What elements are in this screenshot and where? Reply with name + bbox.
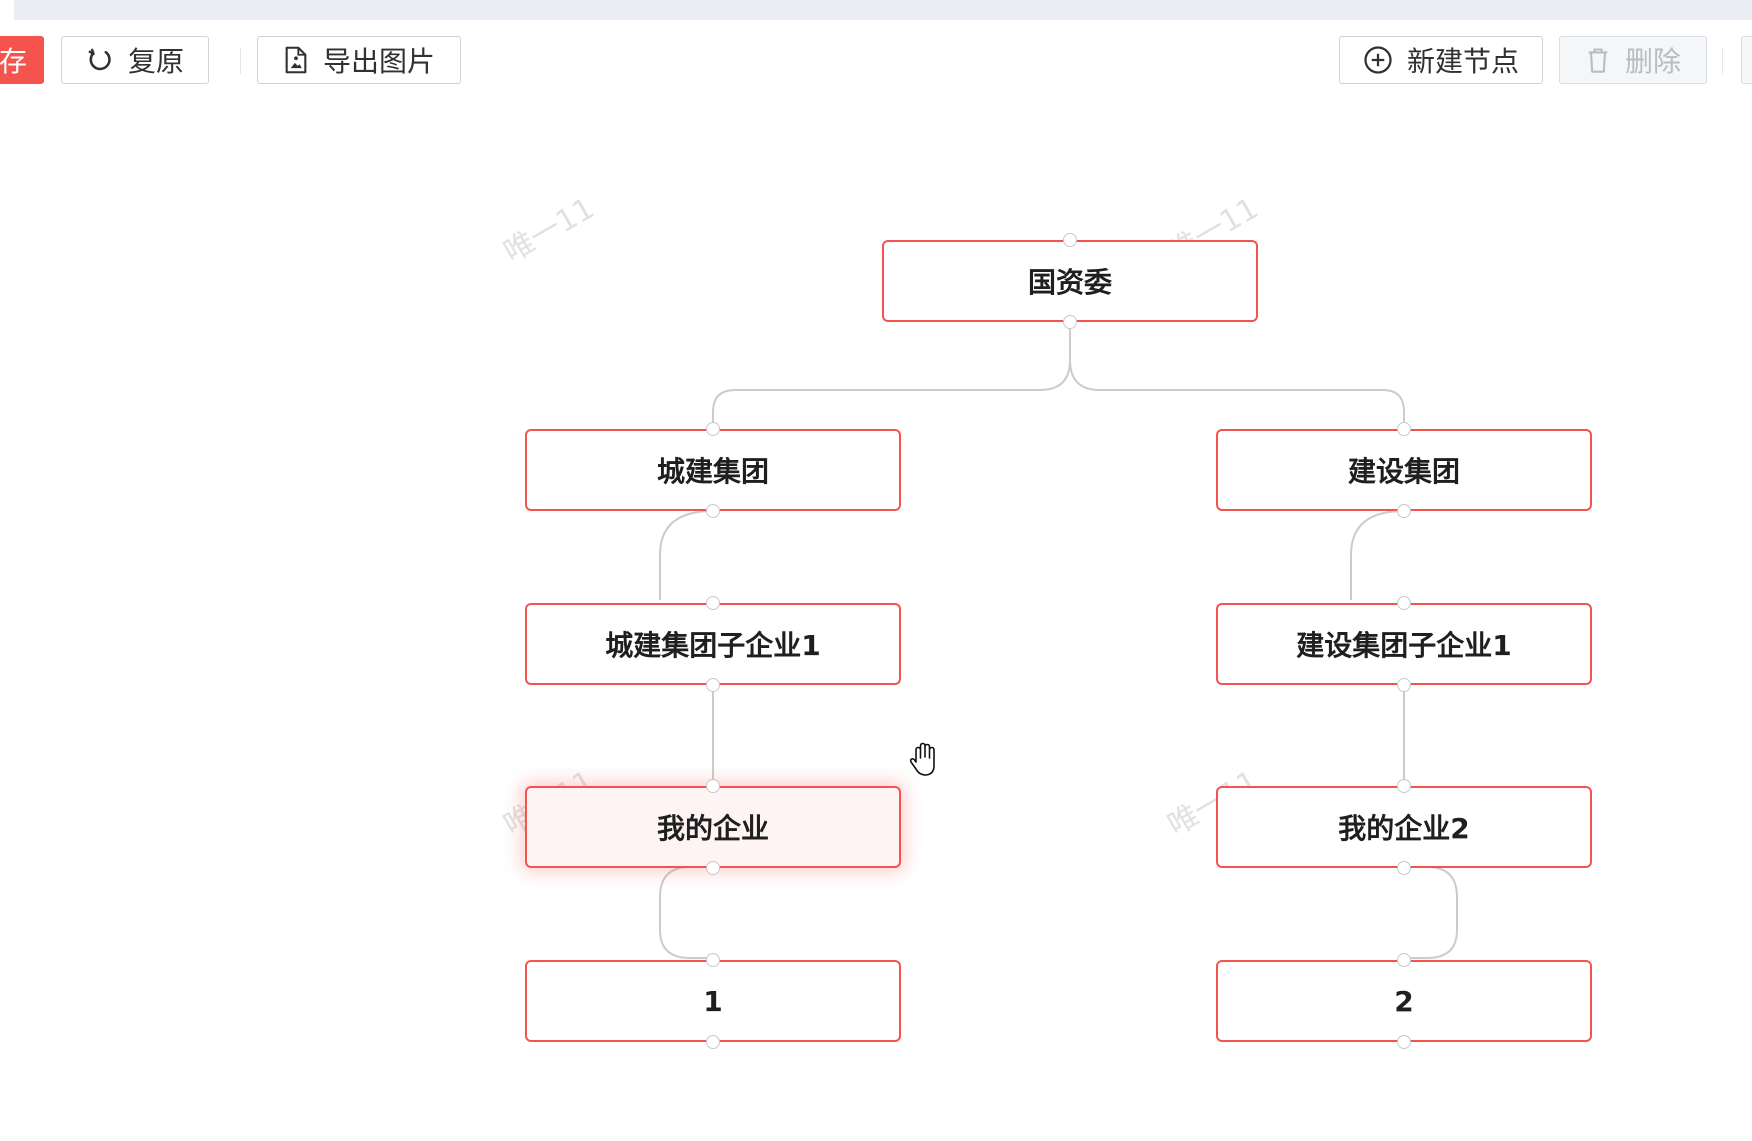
hand-cursor-icon [909,742,935,776]
node-port-top[interactable] [706,422,720,436]
node-label: 我的企业2 [1338,812,1470,845]
node-port-bottom[interactable] [706,504,720,518]
save-button[interactable]: 存 [0,36,44,84]
delete-button[interactable]: 删除 [1559,36,1707,84]
toolbar-more-button[interactable] [1741,36,1752,84]
toolbar: 存 复原 导出图片 新建节点 删除 [0,0,1752,100]
delete-label: 删除 [1624,45,1681,78]
node-label: 1 [703,984,723,1018]
toolbar-divider [1722,48,1723,74]
new-node-label: 新建节点 [1406,45,1519,78]
node-leaf-1[interactable]: 1 [525,953,901,1049]
node-label: 建设集团 [1347,455,1460,488]
node-port-top[interactable] [1397,779,1411,793]
restore-label: 复原 [127,45,184,78]
restore-button[interactable]: 复原 [61,36,209,84]
node-label: 国资委 [1027,266,1112,299]
export-image-button[interactable]: 导出图片 [257,36,461,84]
node-label: 2 [1394,984,1414,1018]
image-file-icon [285,46,307,74]
node-port-bottom[interactable] [1397,1035,1411,1049]
node-leaf-2[interactable]: 2 [1216,953,1592,1049]
toolbar-divider [240,48,241,74]
node-port-bottom[interactable] [1397,504,1411,518]
node-label: 建设集团子企业1 [1296,629,1512,662]
node-port-top[interactable] [1063,233,1077,247]
node-port-top[interactable] [706,596,720,610]
node-port-bottom[interactable] [706,861,720,875]
node-root[interactable]: 国资委 [882,233,1258,329]
plus-circle-icon [1364,46,1392,74]
node-port-top[interactable] [706,779,720,793]
edge-chengjian-sub [659,510,714,600]
node-jianshe-sub[interactable]: 建设集团子企业1 [1216,596,1592,692]
node-port-bottom[interactable] [1063,315,1077,329]
node-port-top[interactable] [706,953,720,967]
trash-icon [1588,48,1608,73]
node-port-bottom[interactable] [706,1035,720,1049]
node-port-bottom[interactable] [706,678,720,692]
edge-root-chengjian [712,322,1071,428]
new-node-button[interactable]: 新建节点 [1339,36,1543,84]
refresh-icon [88,48,111,71]
edge-jianshe-sub [1350,510,1405,600]
node-my-enterprise2[interactable]: 我的企业2 [1216,779,1592,875]
node-label: 我的企业 [656,812,769,845]
node-my-enterprise[interactable]: 我的企业 [525,779,901,875]
node-label: 城建集团子企业1 [605,629,821,662]
node-port-bottom[interactable] [1397,861,1411,875]
node-port-top[interactable] [1397,953,1411,967]
node-chengjian[interactable]: 城建集团 [525,422,901,518]
edge-myenterprise2-leaf2 [1404,866,1458,959]
node-jianshe[interactable]: 建设集团 [1216,422,1592,518]
node-port-top[interactable] [1397,422,1411,436]
save-label: 存 [0,45,28,78]
node-label: 城建集团 [656,455,769,488]
edge-root-jianshe [1069,322,1405,428]
top-strip [14,0,1752,20]
node-chengjian-sub[interactable]: 城建集团子企业1 [525,596,901,692]
export-label: 导出图片 [322,45,435,78]
edge-myenterprise-leaf1 [659,866,713,959]
node-port-bottom[interactable] [1397,678,1411,692]
node-port-top[interactable] [1397,596,1411,610]
